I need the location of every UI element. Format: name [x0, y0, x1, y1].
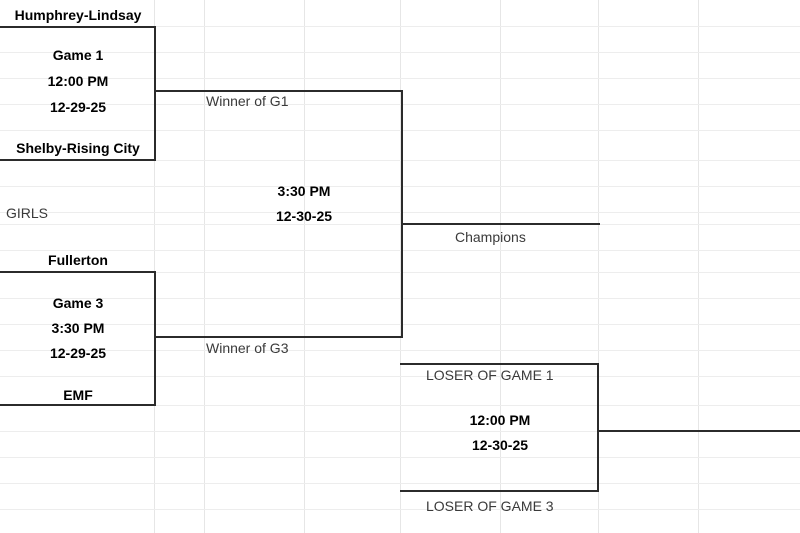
game1-label: Game 1 [52, 47, 104, 63]
grid-row-line [0, 324, 800, 325]
grid-row-line [0, 431, 800, 432]
consolation-time: 12:00 PM [469, 412, 531, 428]
game3-bottom-seed: EMF [63, 387, 93, 403]
game3-top-line [0, 271, 156, 273]
game3-bottom-line [0, 404, 156, 406]
game1-top-seed: Humphrey-Lindsay [14, 7, 142, 23]
grid-row-line [0, 26, 800, 27]
grid-column-line [204, 0, 205, 533]
consolation-top-line [400, 363, 599, 365]
grid-row-line [0, 250, 800, 251]
grid-column-line [500, 0, 501, 533]
grid-row-line [0, 457, 800, 458]
grid-row-line [0, 350, 800, 351]
grid-row-line [0, 376, 800, 377]
champions-line [401, 223, 600, 225]
division-label: GIRLS [6, 205, 49, 221]
grid-row-line [0, 272, 800, 273]
game3-label: Game 3 [52, 295, 104, 311]
champions-slot: Champions [455, 229, 526, 245]
game1-right-connector [154, 26, 156, 161]
game1-time: 12:00 PM [47, 73, 109, 89]
grid-row-line [0, 483, 800, 484]
consolation-result-line [597, 430, 800, 432]
grid-row-line [0, 130, 800, 131]
game1-bottom-seed: Shelby-Rising City [16, 140, 140, 156]
game3-top-seed: Fullerton [48, 252, 108, 268]
championship-right-connector [401, 90, 403, 338]
grid-row-line [0, 298, 800, 299]
consolation-top-slot: LOSER OF GAME 1 [426, 367, 554, 383]
grid-column-line [304, 0, 305, 533]
championship-time: 3:30 PM [277, 183, 331, 199]
grid-row-line [0, 160, 800, 161]
consolation-bottom-line [400, 490, 599, 492]
game3-date: 12-29-25 [49, 345, 107, 361]
game1-bottom-line [0, 159, 156, 161]
grid-row-line [0, 224, 800, 225]
championship-top-slot: Winner of G1 [206, 93, 289, 109]
grid-column-line [598, 0, 599, 533]
game3-right-connector [154, 271, 156, 406]
championship-date: 12-30-25 [275, 208, 333, 224]
grid-row-line [0, 104, 800, 105]
consolation-right-connector [597, 363, 599, 492]
grid-row-line [0, 78, 800, 79]
grid-row-line [0, 52, 800, 53]
grid-column-line [698, 0, 699, 533]
game1-date: 12-29-25 [49, 99, 107, 115]
grid-row-line [0, 186, 800, 187]
grid-row-line [0, 405, 800, 406]
championship-bottom-line [154, 336, 403, 338]
championship-bottom-slot: Winner of G3 [206, 340, 289, 356]
grid-column-line [154, 0, 155, 533]
game3-time: 3:30 PM [51, 320, 105, 336]
game1-top-line [0, 26, 156, 28]
grid-column-line [400, 0, 401, 533]
consolation-date: 12-30-25 [471, 437, 529, 453]
grid-row-line [0, 212, 800, 213]
grid-row-line [0, 509, 800, 510]
championship-top-line [154, 90, 403, 92]
consolation-bottom-slot: LOSER OF GAME 3 [426, 498, 554, 514]
